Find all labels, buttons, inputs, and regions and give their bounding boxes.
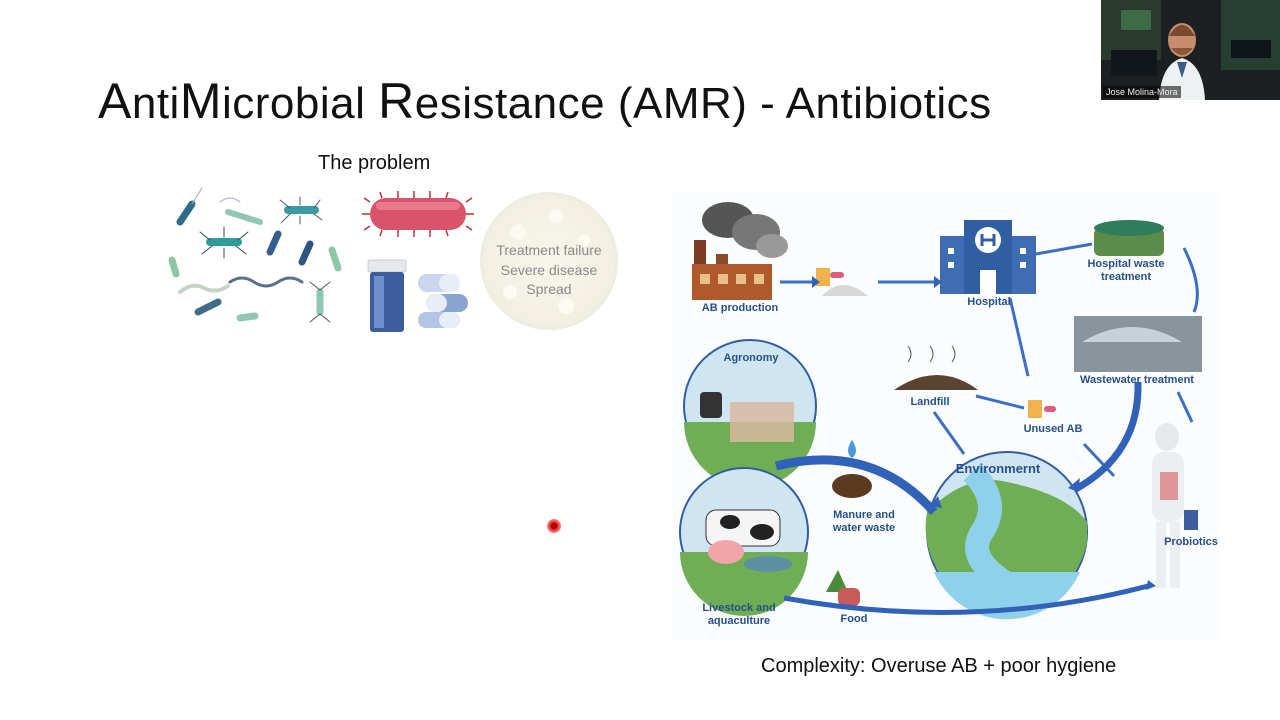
label-unused-ab: Unused AB xyxy=(1023,423,1083,435)
slide-title: AntiMicrobial Resistance (AMR) - Antibio… xyxy=(98,72,992,130)
petri-line-3: Spread xyxy=(526,281,572,297)
label-environment: Environmernt xyxy=(955,461,1041,476)
label-wastewater: Wastewater treatment xyxy=(1080,374,1194,386)
label-manure-2: water waste xyxy=(832,522,896,534)
petri-dish: Treatment failure Severe disease Spread xyxy=(480,192,618,330)
label-probiotics: Probiotics xyxy=(1164,536,1218,548)
presenter-video[interactable]: Jose Molina-Mora xyxy=(1101,0,1280,100)
title-part-1: nti xyxy=(131,79,180,128)
colony-spots xyxy=(503,209,590,314)
title-part-2: M xyxy=(179,73,222,129)
label-hospital-waste-1: Hospital waste xyxy=(1087,258,1165,270)
problem-label: The problem xyxy=(318,152,431,174)
label-hospital: Hospital xyxy=(967,296,1011,308)
label-agronomy: Agronomy xyxy=(723,352,779,364)
label-food: Food xyxy=(840,613,868,625)
bacteria-illustration xyxy=(168,187,474,332)
label-livestock-1: Livestock and xyxy=(702,602,776,614)
label-hospital-waste-2: treatment xyxy=(1100,271,1152,283)
complexity-caption: Complexity: Overuse AB + poor hygiene xyxy=(761,655,1117,677)
presenter-image xyxy=(1101,0,1280,100)
title-part-3: icrobial xyxy=(222,79,379,128)
diagram-graphics xyxy=(679,202,1202,620)
factory-icon xyxy=(692,202,788,300)
label-landfill: Landfill xyxy=(910,396,950,408)
title-part-0: A xyxy=(98,73,132,129)
label-manure-1: Manure and xyxy=(833,509,895,521)
participant-name: Jose Molina-Mora xyxy=(1103,86,1181,98)
title-part-5: esistance (AMR) - Antibiotics xyxy=(414,79,992,128)
laser-pointer-icon xyxy=(547,519,561,533)
petri-line-1: Treatment failure xyxy=(496,242,602,258)
hospital-icon xyxy=(940,220,1036,294)
label-ab-production: AB production xyxy=(701,302,779,314)
petri-line-2: Severe disease xyxy=(500,262,598,278)
label-livestock-2: aquaculture xyxy=(707,615,771,627)
title-part-4: R xyxy=(378,73,415,129)
amr-cycle-diagram: AB production Hospital Hospital waste tr… xyxy=(672,192,1220,640)
